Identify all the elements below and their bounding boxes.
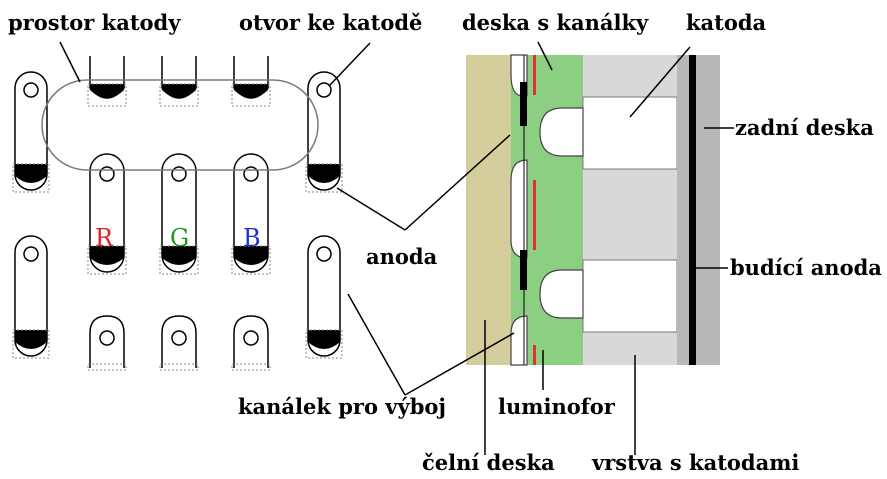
label-anoda: anoda	[366, 244, 438, 269]
front-plate	[466, 55, 511, 365]
cell-mid-g-hole	[171, 166, 187, 182]
label-celni-deska: čelní deska	[422, 450, 555, 475]
cell-left-bottom-cathode	[15, 330, 47, 349]
label-zadni-deska: zadní deska	[735, 115, 874, 140]
cell-top-2-dash	[159, 83, 199, 107]
cell-grid-top-view	[12, 56, 343, 371]
cell-left-top-cathode	[15, 164, 47, 183]
label-prostor-katody: prostor katody	[8, 10, 181, 35]
b-letter: B	[243, 224, 261, 252]
cell-top-1-dash	[87, 83, 127, 107]
cell-mid-r-cathode	[90, 246, 124, 265]
cell-right-bottom-hole	[316, 246, 332, 262]
label-budici-anoda: budící anoda	[730, 255, 882, 280]
cell-left-top	[14, 71, 48, 191]
cell-top-1-cathode	[90, 84, 124, 98]
g-letter: G	[170, 224, 189, 252]
phosphor-1	[533, 55, 536, 95]
discharge-channel-3	[510, 315, 528, 366]
cell-right-top	[307, 71, 341, 191]
cathode-block-2	[582, 259, 678, 333]
cell-left-top-hole	[23, 82, 39, 98]
cell-bot-2-hole	[171, 330, 187, 346]
cell-mid-g-cathode	[162, 246, 196, 265]
cell-mid-r-dash	[87, 245, 127, 275]
cavity-1	[539, 107, 584, 157]
cavity-2	[539, 269, 584, 319]
cell-left-top-dash	[12, 163, 50, 193]
label-kanalek-pro-vyboj: kanálek pro výboj	[238, 394, 446, 419]
cell-bot-2-dash	[159, 363, 199, 371]
cell-right-top-hole	[316, 82, 332, 98]
cell-right-bottom	[307, 235, 341, 357]
cell-bot-3-dash	[231, 363, 271, 371]
cell-left-bottom-dash	[12, 329, 50, 359]
cell-right-top-cathode	[308, 164, 340, 183]
cell-mid-b	[233, 153, 269, 273]
label-otvor-ke-katode: otvor ke katodě	[239, 10, 422, 35]
discharge-channel-2	[510, 159, 528, 259]
cell-bot-1-dash	[87, 363, 127, 371]
cell-right-bottom-cathode	[308, 330, 340, 349]
label-luminofor: luminofor	[498, 394, 616, 419]
cell-bot-3-hole	[243, 330, 259, 346]
back-plate	[677, 55, 720, 365]
phosphor-3	[533, 345, 536, 365]
cell-top-3-cathode	[234, 84, 268, 98]
cell-top-3-dash	[231, 83, 271, 107]
cell-right-bottom-dash	[305, 329, 343, 359]
excitation-anode	[689, 55, 696, 365]
cell-mid-r-hole	[99, 166, 115, 182]
label-deska-s-kanalky: deska s kanálky	[462, 10, 649, 35]
label-vrstva-s-katodami: vrstva s katodami	[591, 450, 799, 475]
cell-mid-r	[89, 153, 125, 273]
r-letter: R	[95, 224, 114, 252]
cross-section	[466, 54, 720, 366]
cell-bot-1-hole	[99, 330, 115, 346]
label-katoda: katoda	[686, 10, 767, 35]
cell-mid-b-hole	[243, 166, 259, 182]
cathode-block-1	[582, 96, 678, 170]
cell-right-top-dash	[305, 163, 343, 193]
cell-left-bottom-hole	[23, 246, 39, 262]
cathode-space-outline	[41, 79, 319, 171]
phosphor-2	[533, 180, 536, 250]
cell-mid-g	[161, 153, 197, 273]
cell-left-bottom	[14, 235, 48, 357]
cell-mid-b-cathode	[234, 246, 268, 265]
cell-mid-b-dash	[231, 245, 271, 275]
cell-mid-g-dash	[159, 245, 199, 275]
leader-lines	[59, 41, 734, 455]
cell-top-2-cathode	[162, 84, 196, 98]
